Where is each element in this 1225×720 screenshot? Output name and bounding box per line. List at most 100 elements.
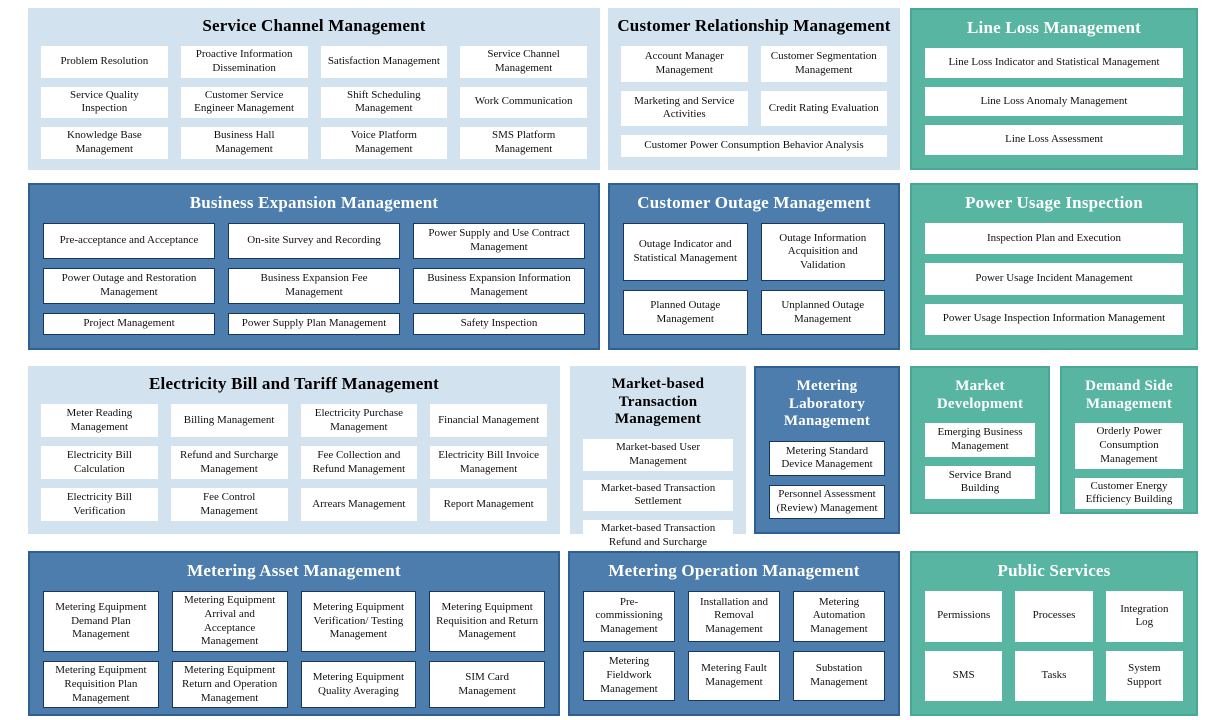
module-box: Market-based Transaction Refund and Surc… — [583, 520, 733, 552]
module-box: Personnel Assessment (Review) Management — [769, 484, 885, 519]
panel-customer-relationship-management: Customer Relationship Management Account… — [608, 8, 900, 170]
panel-title: Line Loss Management — [967, 18, 1141, 37]
module-grid: Line Loss Indicator and Statistical Mana… — [912, 42, 1196, 168]
module-box: Fee Control Management — [170, 488, 288, 521]
panel-electricity-bill-and-tariff-management: Electricity Bill and Tariff Management M… — [28, 366, 560, 534]
panel-market-based-transaction-management: Market-based Transaction Management Mark… — [570, 366, 746, 552]
module-box: Voice Platform Management — [320, 127, 448, 159]
panel-title: Market-based Transaction Management — [611, 376, 705, 428]
module-box: Work Communication — [460, 86, 587, 119]
module-box: Metering Equipment Return and Operation … — [171, 661, 288, 709]
module-box: SIM Card Management — [429, 661, 545, 709]
panel-market-development: Market Development Emerging Business Man… — [910, 366, 1050, 514]
module-box: Satisfaction Management — [320, 46, 448, 78]
module-box: Metering Standard Device Management — [769, 441, 885, 476]
module-box: Service Quality Inspection — [41, 86, 168, 119]
module-box: Billing Management — [170, 404, 288, 438]
module-box: Metering Equipment Arrival and Acceptanc… — [171, 591, 288, 653]
module-box: Metering Equipment Requisition Plan Mana… — [43, 661, 159, 709]
panel-title: Business Expansion Management — [189, 193, 439, 212]
module-box: Installation and Removal Management — [688, 591, 780, 642]
panel-title: Metering Operation Management — [608, 561, 860, 580]
panel-title: Power Usage Inspection — [965, 193, 1143, 212]
module-box: Arrears Management — [300, 488, 418, 521]
module-box: Project Management — [43, 312, 215, 335]
module-box: Emerging Business Management — [925, 423, 1035, 457]
panel-line-loss-management: Line Loss Management Line Loss Indicator… — [910, 8, 1198, 170]
module-box: Metering Equipment Quality Averaging — [300, 661, 417, 709]
module-box: Market-based Transaction Settlement — [583, 479, 733, 512]
module-box: Meter Reading Management — [41, 404, 158, 438]
module-grid: Meter Reading Management Billing Manageme… — [28, 398, 560, 534]
panel-demand-side-management: Demand Side Management Orderly Power Con… — [1060, 366, 1198, 514]
module-box: Customer Energy Efficiency Building — [1075, 477, 1183, 510]
panel-title: Service Channel Management — [202, 16, 426, 35]
module-grid: Pre-commissioning Management Installation… — [570, 585, 898, 714]
module-grid: Metering Equipment Demand Plan Managemen… — [30, 585, 558, 720]
module-box: System Support — [1105, 650, 1183, 701]
module-box: Knowledge Base Management — [41, 127, 168, 159]
panel-title: Demand Side Management — [1085, 378, 1173, 412]
module-box: Electricity Bill Invoice Management — [430, 446, 547, 480]
panel-metering-laboratory-management: Metering Laboratory Management Metering … — [754, 366, 900, 534]
module-box: Power Outage and Restoration Management — [43, 267, 215, 304]
panel-customer-outage-management: Customer Outage Management Outage Indica… — [608, 183, 900, 350]
module-box: Electricity Purchase Management — [300, 404, 418, 438]
module-box: Power Supply and Use Contract Management — [413, 223, 585, 259]
module-box: Marketing and Service Activities — [621, 90, 748, 127]
panel-title: Metering Asset Management — [187, 561, 401, 580]
module-box: Line Loss Anomaly Management — [925, 86, 1183, 117]
module-box: Refund and Surcharge Management — [170, 446, 288, 480]
module-box: Customer Power Consumption Behavior Anal… — [621, 135, 887, 157]
module-box: Metering Equipment Verification/ Testing… — [300, 591, 417, 653]
module-box: Electricity Bill Verification — [41, 488, 158, 521]
module-box: Financial Management — [430, 404, 547, 438]
module-box: Market-based User Management — [583, 439, 733, 471]
module-box: Metering Equipment Demand Plan Managemen… — [43, 591, 159, 653]
module-box: Electricity Bill Calculation — [41, 446, 158, 480]
module-box: SMS Platform Management — [460, 127, 587, 159]
panel-metering-operation-management: Metering Operation Management Pre-commis… — [568, 551, 900, 716]
module-box: Business Expansion Fee Management — [228, 267, 400, 304]
panel-title: Customer Relationship Management — [617, 16, 891, 35]
panel-title: Public Services — [997, 561, 1111, 580]
module-box: Pre-acceptance and Acceptance — [43, 223, 215, 259]
panel-business-expansion-management: Business Expansion Management Pre-accept… — [28, 183, 600, 350]
module-box: Outage Information Acquisition and Valid… — [760, 223, 885, 282]
module-box: Proactive Information Dissemination — [180, 46, 308, 78]
module-box: Tasks — [1015, 650, 1093, 701]
module-box: Customer Service Engineer Management — [180, 86, 308, 119]
module-box: Report Management — [430, 488, 547, 521]
module-box: Fee Collection and Refund Management — [300, 446, 418, 480]
module-box: Power Usage Incident Management — [925, 263, 1183, 295]
module-box: Problem Resolution — [41, 46, 168, 78]
module-box: On-site Survey and Recording — [228, 223, 400, 259]
module-box: Metering Fieldwork Management — [583, 650, 675, 701]
panel-metering-asset-management: Metering Asset Management Metering Equip… — [28, 551, 560, 716]
module-box: Credit Rating Evaluation — [760, 90, 887, 127]
module-grid: Pre-acceptance and Acceptance On-site Sur… — [30, 217, 598, 348]
module-box: Planned Outage Management — [623, 290, 748, 335]
module-box: Processes — [1015, 591, 1093, 642]
module-box: Customer Segmentation Management — [760, 46, 887, 82]
module-box: SMS — [925, 650, 1003, 701]
module-box: Service Channel Management — [460, 46, 587, 78]
module-box: Power Usage Inspection Information Manag… — [925, 303, 1183, 335]
module-box: Safety Inspection — [413, 312, 585, 335]
module-box: Business Hall Management — [180, 127, 308, 159]
module-box: Service Brand Building — [925, 465, 1035, 499]
module-box: Integration Log — [1105, 591, 1183, 642]
module-box: Pre-commissioning Management — [583, 591, 675, 642]
module-box: Line Loss Indicator and Statistical Mana… — [925, 48, 1183, 78]
module-box: Substation Management — [793, 650, 885, 701]
module-box: Unplanned Outage Management — [760, 290, 885, 335]
panel-title: Electricity Bill and Tariff Management — [149, 374, 439, 393]
